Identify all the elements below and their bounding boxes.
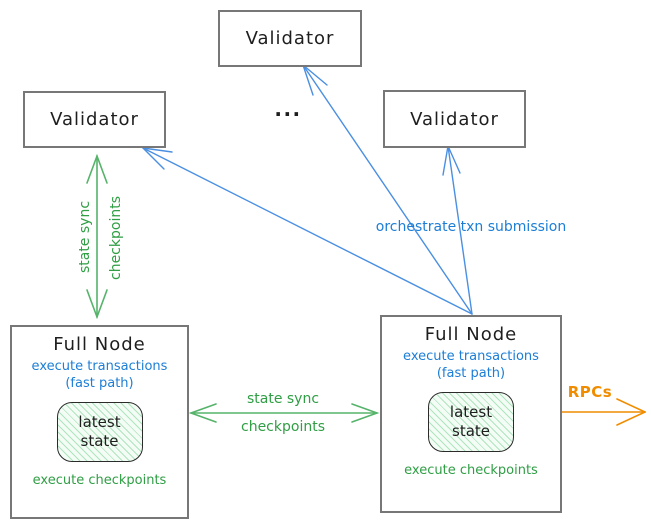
validator-box-top: Validator bbox=[218, 10, 362, 67]
validator-box-left: Validator bbox=[23, 91, 166, 148]
orchestrate-arrows bbox=[142, 64, 473, 315]
state-sync-arrow-horizontal bbox=[188, 403, 380, 423]
full-node-right-exec: execute transactions (fast path) bbox=[403, 349, 539, 383]
mid-state-sync-label-line1: state sync bbox=[246, 391, 320, 407]
full-node-right-exec-line1: execute transactions bbox=[403, 349, 539, 364]
full-node-right-checkpoints: execute checkpoints bbox=[404, 462, 538, 478]
full-node-box-left: Full Node execute transactions (fast pat… bbox=[10, 325, 189, 519]
latest-state-right-line2: state bbox=[452, 421, 490, 440]
full-node-box-right: Full Node execute transactions (fast pat… bbox=[380, 315, 562, 513]
rpc-label: RPCs bbox=[567, 383, 613, 401]
validator-box-right: Validator bbox=[383, 90, 526, 148]
full-node-left-exec-line1: execute transactions bbox=[31, 359, 168, 374]
state-sync-arrow-vertical bbox=[86, 153, 108, 320]
rpc-arrow bbox=[556, 398, 646, 426]
validator-left-label: Validator bbox=[50, 109, 139, 130]
latest-state-left-line2: state bbox=[80, 431, 119, 450]
full-node-left-title: Full Node bbox=[53, 334, 146, 355]
full-node-left-checkpoints: execute checkpoints bbox=[32, 472, 167, 488]
full-node-left-exec: execute transactions (fast path) bbox=[32, 359, 168, 393]
mid-state-sync-label-line2: checkpoints bbox=[241, 419, 325, 435]
validator-right-label: Validator bbox=[410, 108, 499, 130]
latest-state-right-line1: latest bbox=[449, 403, 493, 422]
full-node-right-exec-line2: (fast path) bbox=[436, 365, 506, 381]
ellipsis-more-validators: ... bbox=[274, 97, 302, 121]
left-state-sync-label-line2: checkpoints bbox=[108, 196, 124, 280]
orchestrate-label: orchestrate txn submission bbox=[375, 219, 567, 235]
full-node-right-title: Full Node bbox=[424, 324, 518, 345]
left-state-sync-label-line1: state sync bbox=[77, 200, 93, 274]
validator-top-label: Validator bbox=[245, 28, 335, 49]
latest-state-left-line1: latest bbox=[78, 413, 121, 432]
latest-state-box-left: latest state bbox=[56, 401, 143, 462]
latest-state-box-right: latest state bbox=[428, 391, 514, 452]
full-node-left-exec-line2: (fast path) bbox=[65, 375, 134, 391]
